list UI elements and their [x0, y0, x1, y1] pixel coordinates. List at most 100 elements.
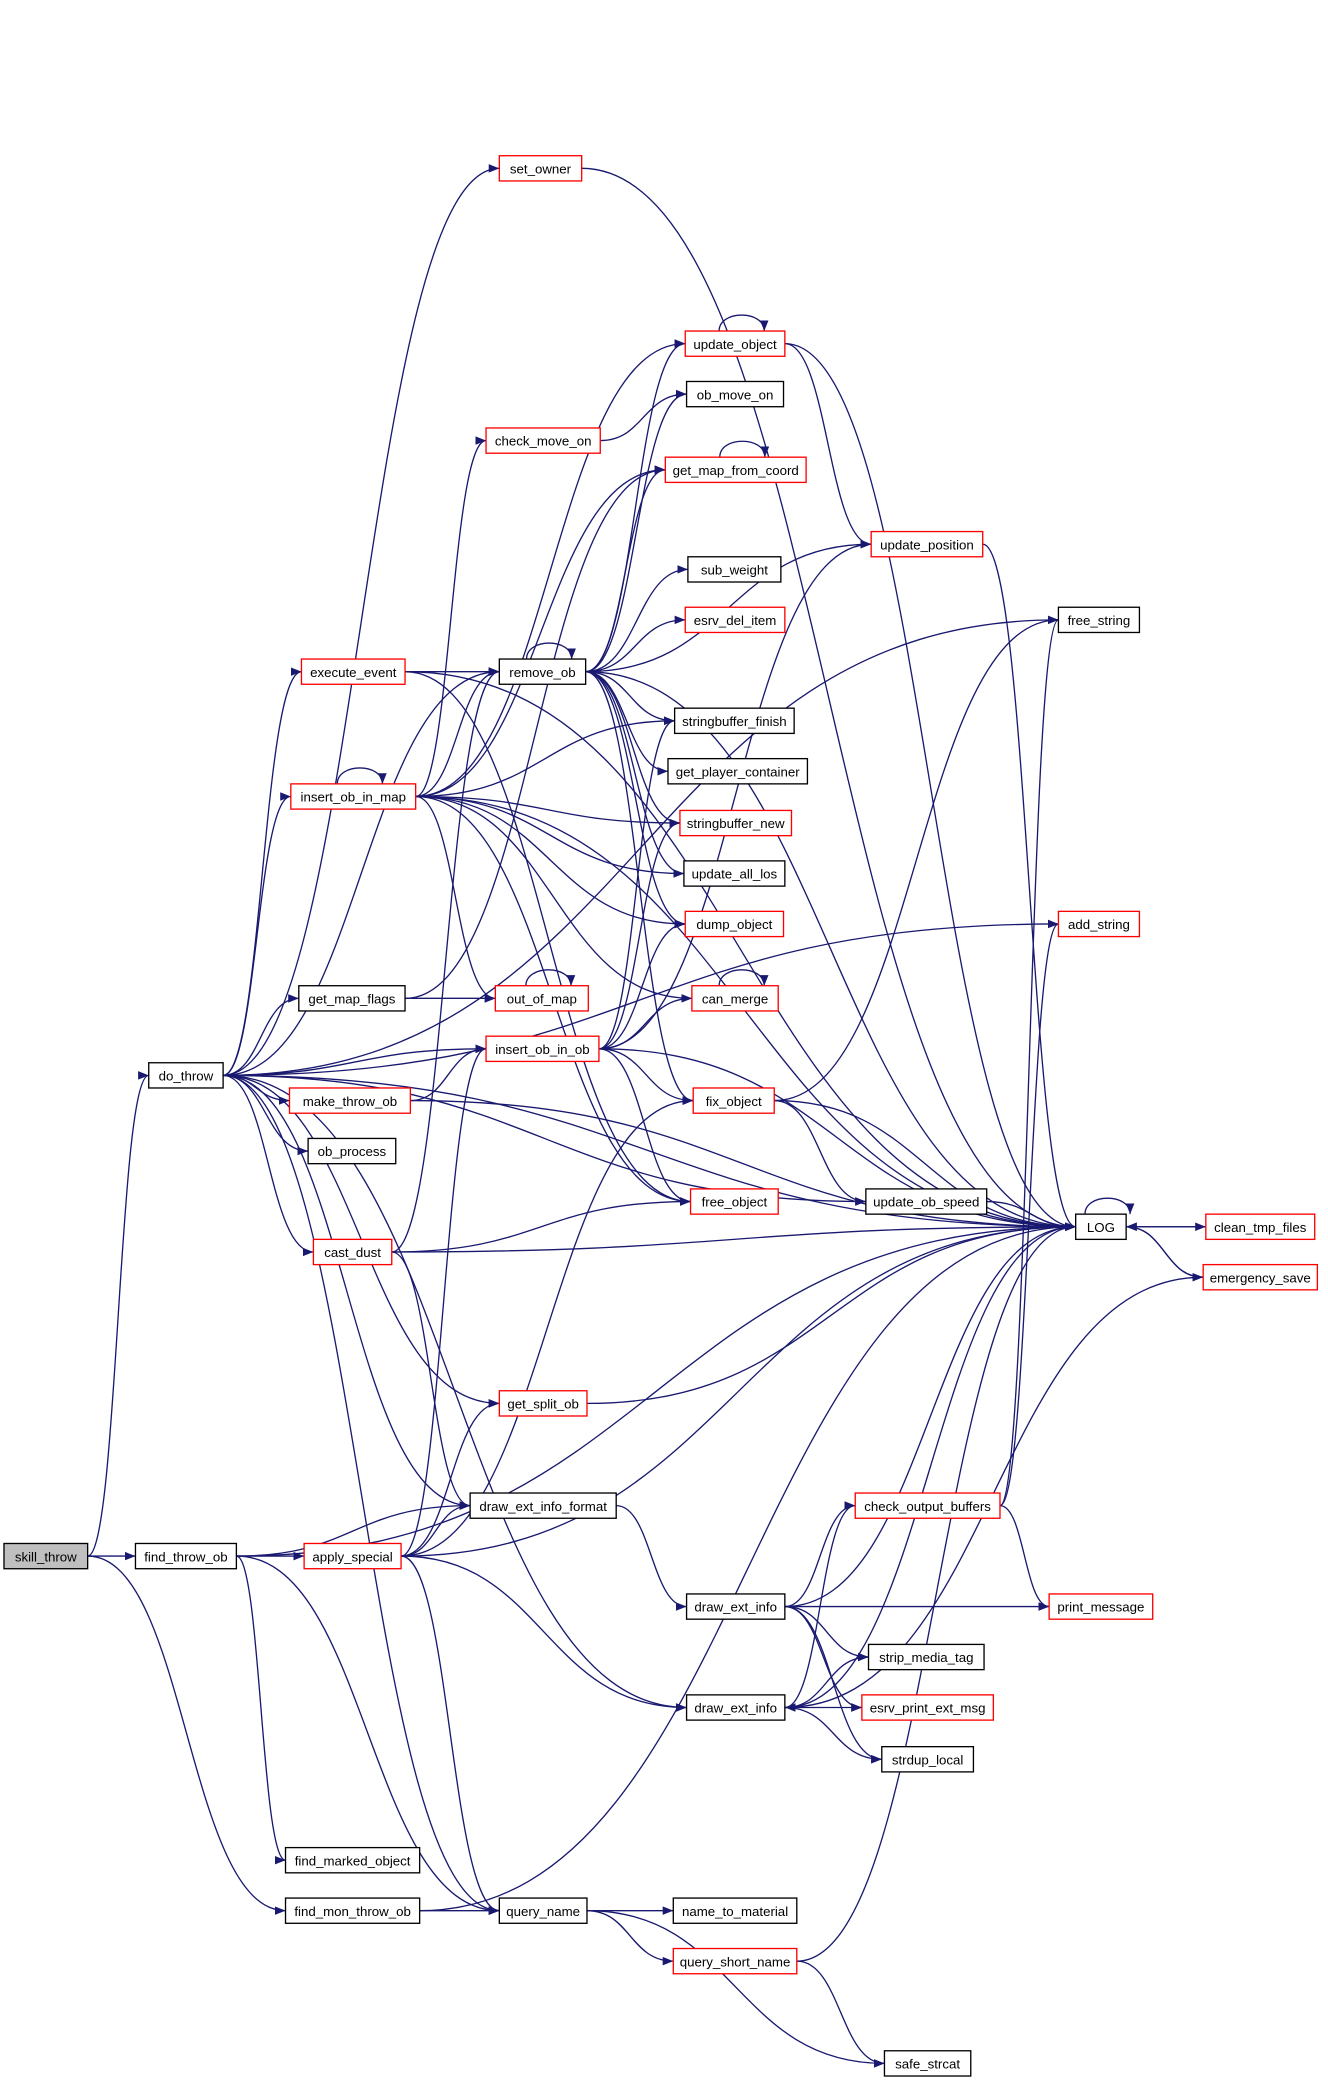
node-get-player-container[interactable]: get_player_container	[667, 757, 809, 785]
node-query-name[interactable]: query_name	[498, 1897, 588, 1924]
node-box[interactable]	[498, 1390, 588, 1417]
node-box[interactable]	[684, 606, 786, 634]
node-box[interactable]	[148, 1062, 224, 1089]
node-safe-strcat[interactable]: safe_strcat	[883, 2050, 972, 2077]
node-add-string[interactable]: add_string	[1057, 910, 1141, 938]
node-make-throw-ob[interactable]: make_throw_ob	[288, 1087, 412, 1114]
node-execute-event[interactable]: execute_event	[300, 658, 406, 685]
node-strdup-local[interactable]: strdup_local	[881, 1746, 975, 1773]
node-insert-ob-in-ob[interactable]: insert_ob_in_ob	[485, 1035, 600, 1063]
node-box[interactable]	[687, 556, 782, 583]
node-box[interactable]	[881, 1746, 975, 1773]
node-fix-object[interactable]: fix_object	[692, 1087, 775, 1114]
node-find-marked-object[interactable]: find_marked_object	[284, 1846, 421, 1874]
node-draw-ext-info-2[interactable]: draw_ext_info	[685, 1694, 786, 1721]
node-check-move-on[interactable]: check_move_on	[485, 427, 601, 454]
node-insert-ob-in-map[interactable]: insert_ob_in_map	[290, 783, 417, 810]
node-box[interactable]	[861, 1694, 995, 1721]
node-print-message[interactable]: print_message	[1048, 1593, 1154, 1620]
node-cast-dust[interactable]: cast_dust	[312, 1238, 393, 1266]
node-ob-process[interactable]: ob_process	[307, 1137, 397, 1165]
node-update-all-los[interactable]: update_all_los	[683, 860, 786, 887]
node-box[interactable]	[307, 1137, 397, 1165]
node-box[interactable]	[672, 1897, 798, 1924]
node-query-short-name[interactable]: query_short_name	[672, 1947, 798, 1975]
node-box[interactable]	[300, 658, 406, 685]
node-box[interactable]	[673, 707, 795, 735]
node-ob-move-on[interactable]: ob_move_on	[685, 380, 785, 408]
node-get-map-flags[interactable]: get_map_flags	[298, 985, 406, 1012]
node-clean-tmp-files[interactable]: clean_tmp_files	[1205, 1213, 1316, 1241]
node-box[interactable]	[685, 380, 785, 408]
node-box[interactable]	[284, 1846, 421, 1874]
node-stringbuffer-new[interactable]: stringbuffer_new	[679, 809, 793, 837]
node-set-owner[interactable]: set_owner	[498, 155, 583, 182]
node-box[interactable]	[883, 2050, 972, 2077]
node-box[interactable]	[865, 1188, 988, 1215]
node-box[interactable]	[485, 1035, 600, 1063]
node-free-string[interactable]: free_string	[1057, 606, 1141, 634]
node-box[interactable]	[664, 456, 807, 484]
node-esrv-print-ext-msg[interactable]: esrv_print_ext_msg	[861, 1694, 995, 1721]
node-find-mon-throw-ob[interactable]: find_mon_throw_ob	[284, 1897, 421, 1924]
node-box[interactable]	[870, 530, 984, 558]
node-box[interactable]	[494, 985, 589, 1012]
node-box[interactable]	[498, 155, 583, 182]
node-can-merge[interactable]: can_merge	[691, 985, 779, 1012]
node-box[interactable]	[288, 1087, 412, 1114]
node-box[interactable]	[284, 1897, 421, 1924]
node-get-map-from-coord[interactable]: get_map_from_coord	[664, 456, 807, 484]
node-check-output-buffers[interactable]: check_output_buffers	[854, 1492, 1001, 1519]
node-box[interactable]	[1057, 910, 1141, 938]
node-box[interactable]	[684, 910, 785, 938]
node-get-split-ob[interactable]: get_split_ob	[498, 1390, 588, 1417]
node-box[interactable]	[854, 1492, 1001, 1519]
node-skill-throw[interactable]: skill_throw	[3, 1542, 89, 1570]
node-stringbuffer-finish[interactable]: stringbuffer_finish	[673, 707, 795, 735]
node-box[interactable]	[290, 783, 417, 810]
node-box[interactable]	[1205, 1213, 1316, 1241]
node-box[interactable]	[3, 1542, 89, 1570]
node-draw-ext-info-1[interactable]: draw_ext_info	[685, 1593, 786, 1620]
node-box[interactable]	[303, 1542, 402, 1570]
node-box[interactable]	[1075, 1213, 1127, 1241]
node-box[interactable]	[672, 1947, 798, 1975]
node-dump-object[interactable]: dump_object	[684, 910, 785, 938]
node-find-throw-ob[interactable]: find_throw_ob	[134, 1542, 238, 1570]
node-draw-ext-info-format[interactable]: draw_ext_info_format	[469, 1492, 617, 1519]
node-box[interactable]	[469, 1492, 617, 1519]
node-box[interactable]	[667, 757, 809, 785]
node-box[interactable]	[498, 1897, 588, 1924]
node-free-object[interactable]: free_object	[689, 1188, 779, 1215]
node-box[interactable]	[683, 860, 786, 887]
node-box[interactable]	[685, 1593, 786, 1620]
node-box[interactable]	[679, 809, 793, 837]
node-box[interactable]	[298, 985, 406, 1012]
node-apply-special[interactable]: apply_special	[303, 1542, 402, 1570]
node-name-to-material[interactable]: name_to_material	[672, 1897, 798, 1924]
node-box[interactable]	[134, 1542, 238, 1570]
node-box[interactable]	[692, 1087, 775, 1114]
node-strip-media-tag[interactable]: strip_media_tag	[867, 1643, 985, 1671]
node-do-throw[interactable]: do_throw	[148, 1062, 224, 1089]
node-box[interactable]	[685, 1694, 786, 1721]
node-box[interactable]	[1048, 1593, 1154, 1620]
node-box[interactable]	[1057, 606, 1141, 634]
node-emergency-save[interactable]: emergency_save	[1202, 1263, 1319, 1291]
node-box[interactable]	[867, 1643, 985, 1671]
node-box[interactable]	[689, 1188, 779, 1215]
node-box[interactable]	[485, 427, 601, 454]
node-box[interactable]	[498, 658, 587, 685]
node-update-object[interactable]: update_object	[684, 330, 786, 357]
node-LOG[interactable]: LOG	[1075, 1213, 1127, 1241]
node-box[interactable]	[684, 330, 786, 357]
node-out-of-map[interactable]: out_of_map	[494, 985, 589, 1012]
node-box[interactable]	[691, 985, 779, 1012]
node-box[interactable]	[1202, 1263, 1319, 1291]
node-update-ob-speed[interactable]: update_ob_speed	[865, 1188, 988, 1215]
node-esrv-del-item[interactable]: esrv_del_item	[684, 606, 786, 634]
node-sub-weight[interactable]: sub_weight	[687, 556, 782, 583]
node-box[interactable]	[312, 1238, 393, 1266]
node-update-position[interactable]: update_position	[870, 530, 984, 558]
node-remove-ob[interactable]: remove_ob	[498, 658, 587, 685]
